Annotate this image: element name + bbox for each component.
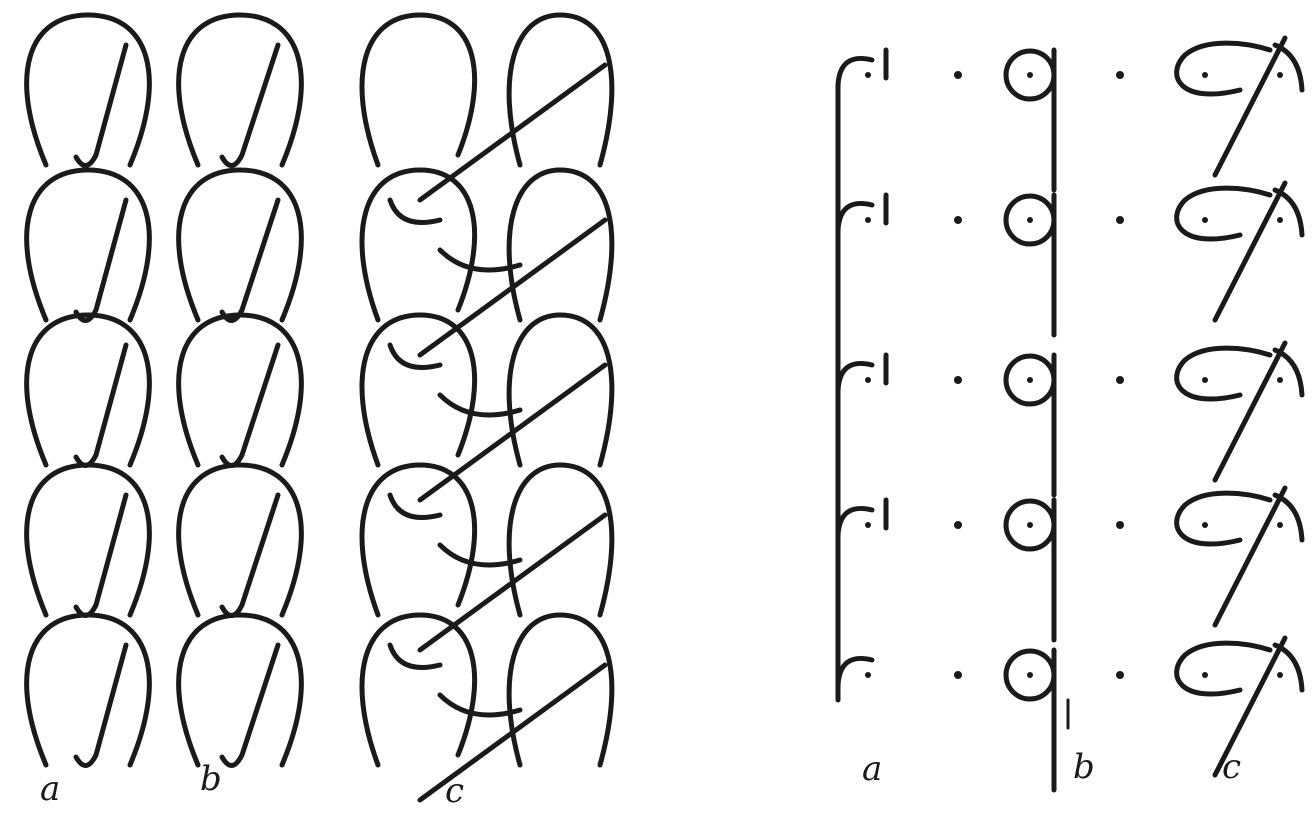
col-c-outer-dot-4: [1277, 522, 1283, 528]
col-a-hook-5: [838, 658, 872, 685]
sep-dot-bc-1: [1116, 71, 1124, 79]
col-a-dot-2: [865, 217, 871, 223]
left-chain-c: [362, 15, 612, 800]
chain-b-loop-2: [179, 170, 302, 320]
right-label-a: a: [862, 749, 882, 789]
left-panel: a b c: [27, 15, 612, 811]
chain-b-loop-4: [179, 465, 302, 615]
chain-a-strand-2: [76, 200, 126, 321]
right-column-a: [838, 50, 886, 700]
col-c-dot-5: [1202, 672, 1208, 678]
col-c-outer-dot-3: [1277, 377, 1283, 383]
chain-c-diagonal-3: [420, 365, 605, 500]
right-column-c: [1177, 38, 1302, 775]
chain-b-loop-5: [179, 615, 302, 765]
col-a-hook-3: [838, 363, 872, 390]
col-a-dot-5: [865, 672, 871, 678]
col-a-hook-4: [838, 508, 872, 535]
chain-c-right-loop-2: [509, 170, 612, 320]
chain-b-loop-1: [179, 15, 302, 165]
chain-b-strand-4: [222, 495, 278, 616]
col-a-hook-1: [838, 58, 872, 85]
col-a-dot-3: [865, 377, 871, 383]
col-a-dot-1: [865, 72, 871, 78]
sep-dot-ab-2: [954, 216, 962, 224]
left-label-b: b: [200, 759, 222, 799]
col-c-outer-dot-5: [1277, 672, 1283, 678]
sep-dot-bc-5: [1116, 671, 1124, 679]
chain-c-left-loop-5: [362, 615, 475, 765]
chain-c-right-loop-5: [509, 615, 612, 765]
right-panel: a b c: [838, 38, 1302, 790]
col-c-curl-4: [1177, 493, 1270, 544]
chain-a-strand-5: [76, 645, 126, 766]
chain-c-right-loop-3: [509, 315, 612, 465]
chain-c-diagonal-2: [420, 220, 605, 355]
chain-b-strand-5: [222, 645, 278, 766]
col-a-dot-4: [865, 522, 871, 528]
chain-a-strand-1: [76, 45, 126, 166]
chain-a-strand-3: [76, 345, 126, 466]
sep-dot-ab-4: [954, 521, 962, 529]
chain-c-diagonal-4: [420, 515, 605, 650]
chain-c-left-loop-3: [362, 315, 475, 465]
left-label-a: a: [40, 769, 60, 809]
chain-c-hook-4: [390, 495, 440, 518]
chain-a-loop-2: [27, 170, 150, 320]
left-label-c: c: [445, 771, 464, 811]
sep-dot-ab-5: [954, 671, 962, 679]
sep-dot-bc-4: [1116, 521, 1124, 529]
chain-c-right-loop-1: [509, 15, 612, 165]
col-b-center-dot-2: [1027, 217, 1033, 223]
col-c-diagonal-2: [1215, 183, 1285, 320]
chain-c-left-loop-4: [362, 465, 475, 615]
chain-b-strand-2: [222, 200, 278, 321]
col-c-curl-3: [1177, 348, 1270, 399]
chain-a-loop-5: [27, 615, 150, 765]
col-c-outer-dot-1: [1277, 72, 1283, 78]
right-dot-columns: [954, 71, 1124, 679]
chain-b-loop-3: [179, 315, 302, 465]
chain-c-hook-2: [390, 200, 440, 223]
col-c-dot-3: [1202, 377, 1208, 383]
chain-a-loop-3: [27, 315, 150, 465]
right-column-b: [1006, 50, 1068, 790]
col-c-dot-1: [1202, 72, 1208, 78]
col-a-hook-2: [838, 203, 872, 230]
col-b-center-dot-1: [1027, 72, 1033, 78]
col-b-center-dot-5: [1027, 672, 1033, 678]
col-b-center-dot-4: [1027, 522, 1033, 528]
col-c-dot-4: [1202, 522, 1208, 528]
chain-c-left-loop-2: [362, 170, 475, 320]
col-c-diagonal-4: [1215, 488, 1285, 625]
sep-dot-bc-3: [1116, 376, 1124, 384]
sep-dot-bc-2: [1116, 216, 1124, 224]
left-chain-a: [27, 15, 150, 766]
col-c-diagonal-1: [1215, 38, 1285, 175]
chain-b-strand-1: [222, 45, 278, 166]
right-label-c: c: [1222, 747, 1241, 787]
col-c-curl-5: [1177, 643, 1270, 694]
col-c-diagonal-3: [1215, 343, 1285, 480]
chain-c-right-loop-4: [509, 465, 612, 615]
chain-a-strand-4: [76, 495, 126, 616]
chain-b-strand-3: [222, 345, 278, 466]
sep-dot-ab-3: [954, 376, 962, 384]
sep-dot-ab-1: [954, 71, 962, 79]
col-b-center-dot-3: [1027, 377, 1033, 383]
chain-c-hook-5: [390, 645, 440, 668]
left-chain-b: [179, 15, 302, 766]
chain-c-left-loop-1: [362, 15, 475, 165]
right-label-b: b: [1073, 747, 1095, 787]
col-c-outer-dot-2: [1277, 217, 1283, 223]
col-c-dot-2: [1202, 217, 1208, 223]
chain-a-loop-4: [27, 465, 150, 615]
col-c-curl-2: [1177, 188, 1270, 239]
chain-c-diagonal-1: [420, 65, 605, 200]
chain-a-loop-1: [27, 15, 150, 165]
col-c-curl-1: [1177, 43, 1270, 94]
